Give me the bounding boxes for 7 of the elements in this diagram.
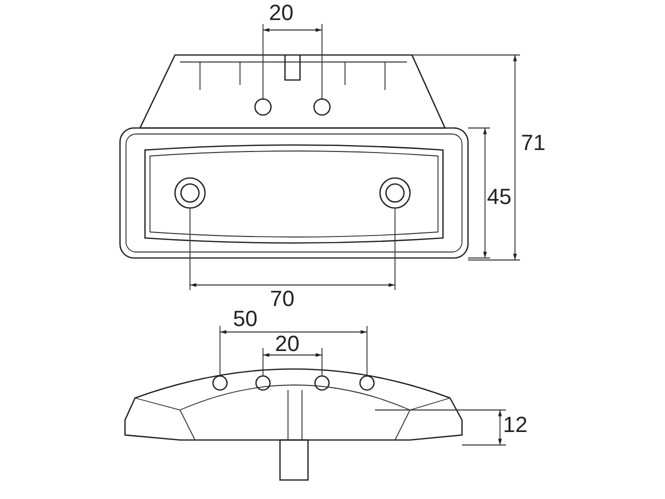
dimension-label: 70: [270, 288, 294, 310]
dimension-label: 45: [487, 186, 512, 208]
dimension-label: 20: [275, 333, 300, 355]
dimension-label: 12: [503, 414, 528, 436]
dimension-label: 71: [521, 132, 546, 154]
dimension-label: 50: [233, 308, 258, 330]
dimension-label: 20: [269, 2, 294, 24]
